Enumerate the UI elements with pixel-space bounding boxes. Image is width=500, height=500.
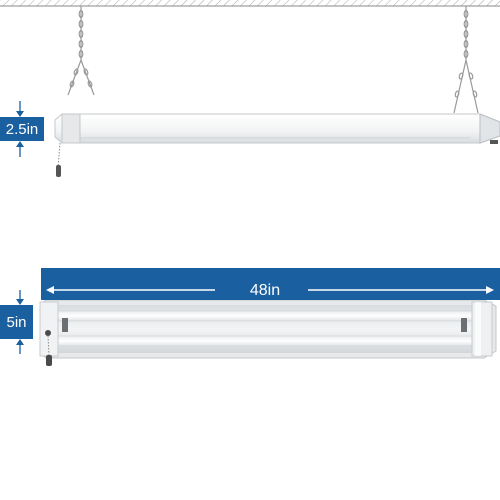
fixture-front-view xyxy=(39,299,497,359)
hanging-chain-left-icon xyxy=(67,6,95,96)
height-top-arrows xyxy=(16,101,24,157)
height-top-label: 2.5in xyxy=(0,117,44,141)
height-bottom-label: 5in xyxy=(0,305,33,339)
length-label: 48in xyxy=(249,282,281,299)
height-bottom-arrows xyxy=(16,290,24,354)
length-banner xyxy=(41,268,500,300)
pull-chain-switch-top-icon xyxy=(56,142,61,177)
pull-chain-switch-bottom-icon xyxy=(45,330,52,366)
hanging-chain-right-icon xyxy=(453,6,479,114)
ceiling-hatch-icon xyxy=(0,0,500,7)
fixture-side-view xyxy=(54,113,500,144)
